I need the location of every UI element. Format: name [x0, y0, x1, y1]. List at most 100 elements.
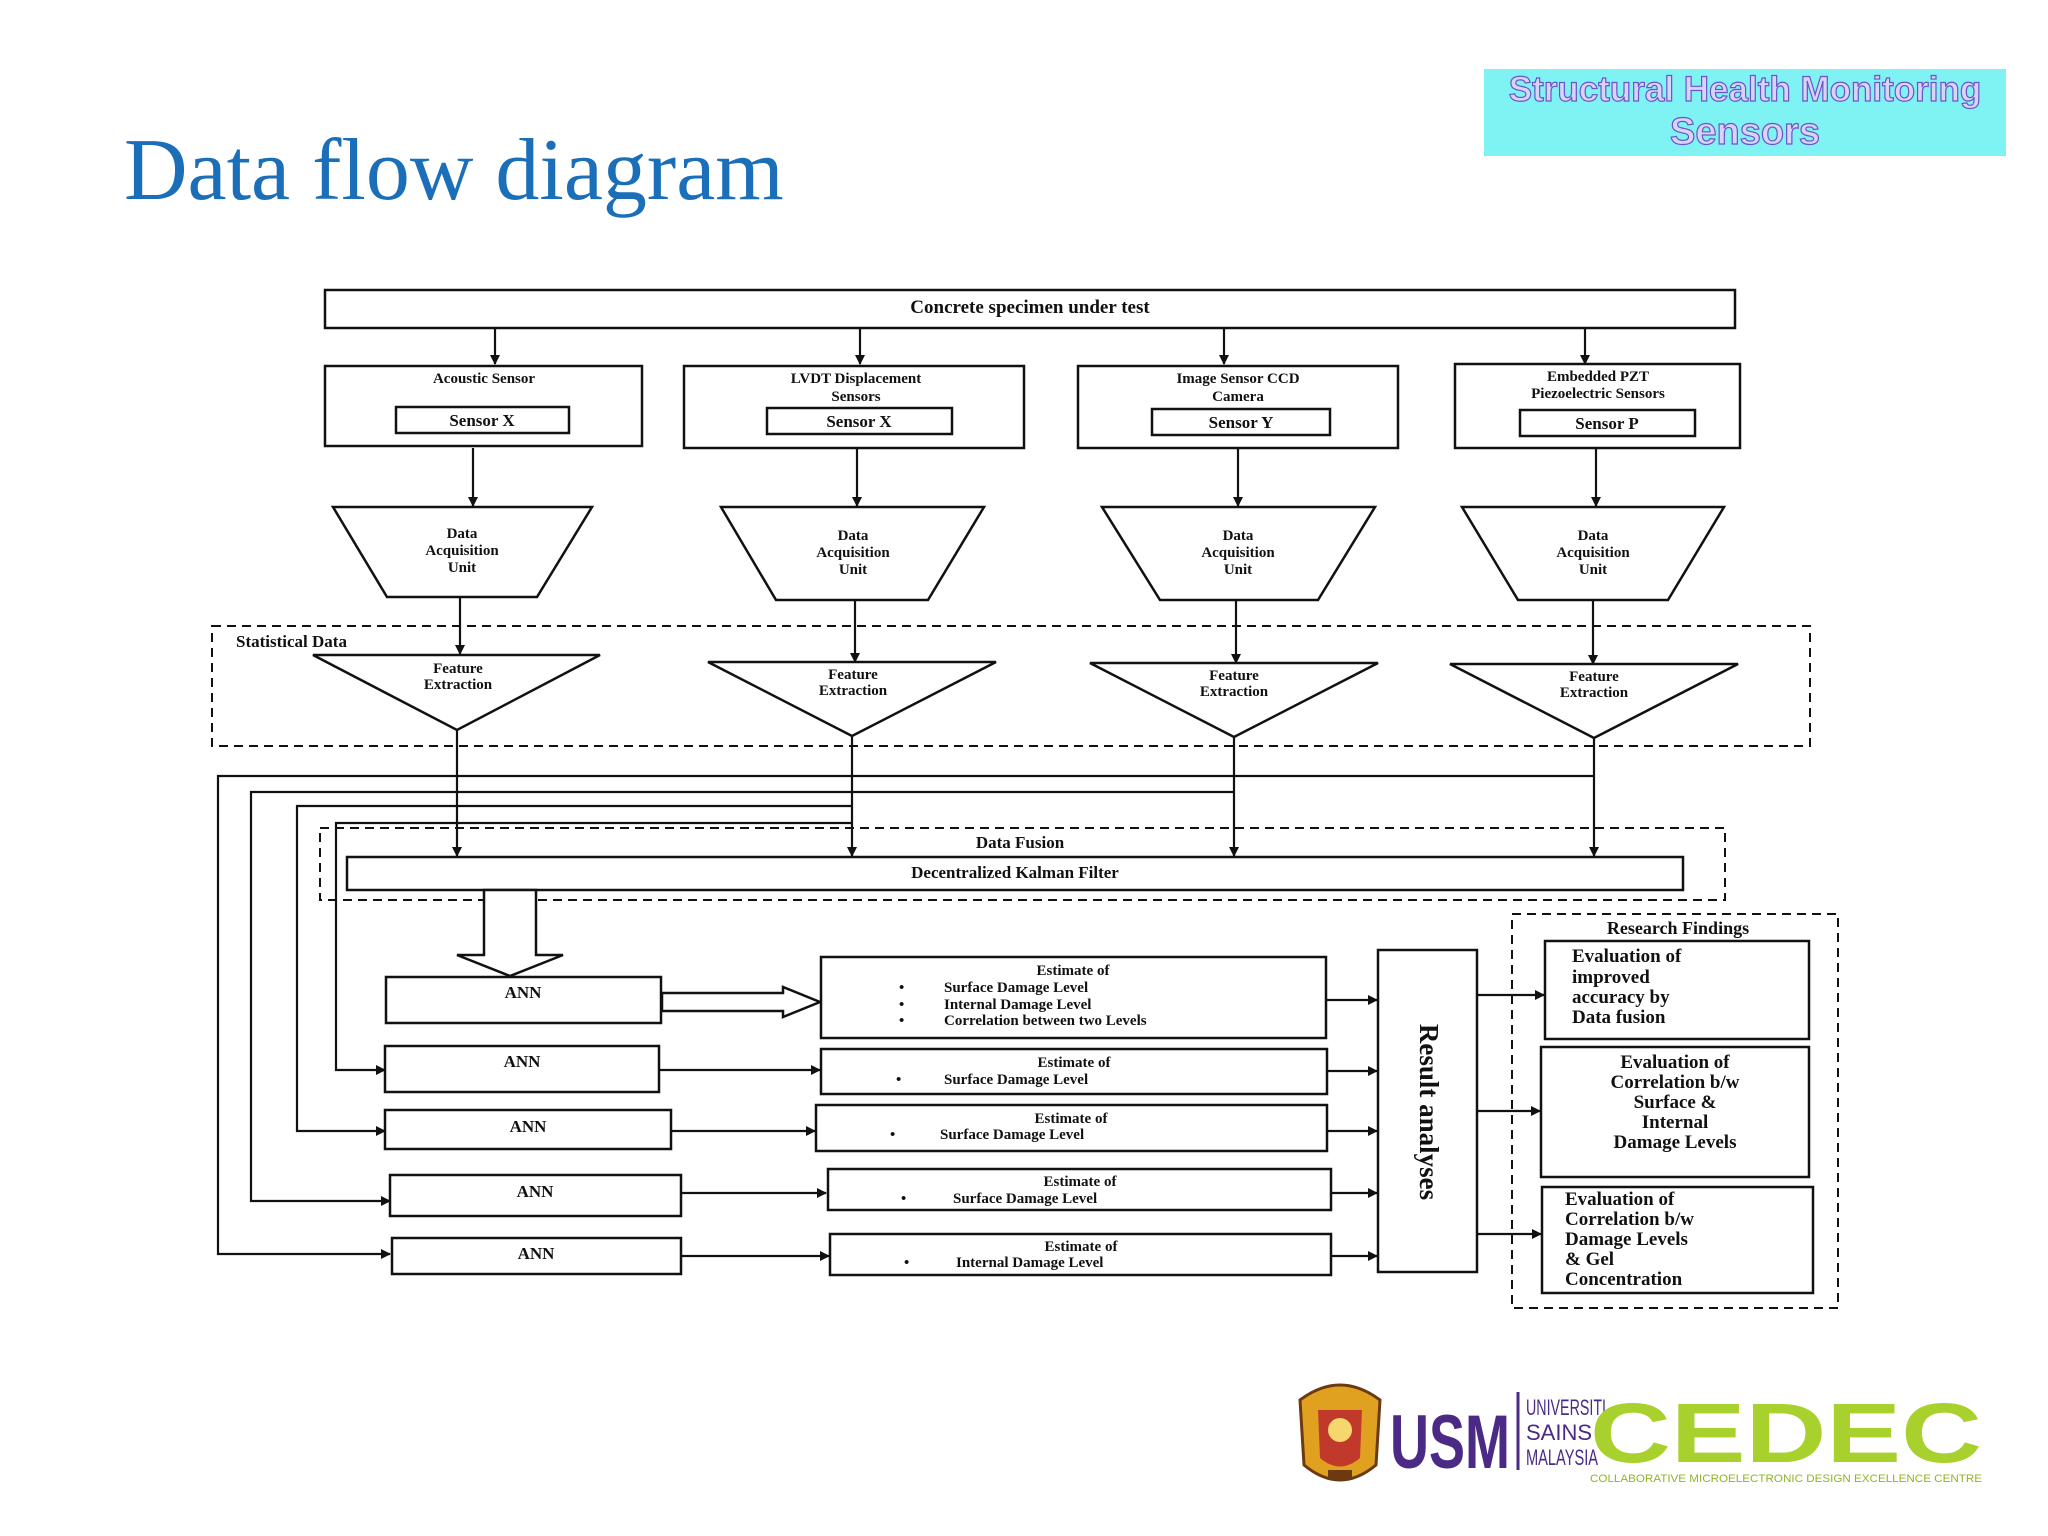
- cedec-mark: CEDEC: [1590, 1386, 1982, 1480]
- estimate-1-bullet-2: •: [899, 997, 904, 1013]
- ann-box-2: ANN: [383, 1044, 661, 1094]
- ann-box-4: ANN: [388, 1173, 683, 1218]
- sensor-1-name: Acoustic Sensor: [433, 371, 535, 387]
- finding-3-line-2: Correlation b/w: [1565, 1209, 1694, 1230]
- estimate-4-item: Surface Damage Level: [953, 1191, 1097, 1207]
- estimate-4-bullet: •: [901, 1191, 906, 1207]
- result-analyses-box: [1376, 948, 1479, 1274]
- ann-3-label: ANN: [510, 1117, 548, 1136]
- daq-4-l2: Acquisition: [1556, 545, 1630, 561]
- finding-3-line-5: Concentration: [1565, 1269, 1683, 1290]
- feature-2-l2: Extraction: [819, 683, 888, 699]
- daq-3-l3: Unit: [1224, 562, 1252, 578]
- finding-2-line-4: Internal: [1642, 1112, 1709, 1133]
- kalman-filter-label: Decentralized Kalman Filter: [911, 863, 1119, 882]
- finding-2-line-1: Evaluation of: [1620, 1052, 1730, 1073]
- estimate-1-item-2: Internal Damage Level: [944, 997, 1091, 1013]
- estimate-2-title: Estimate of: [1038, 1055, 1112, 1071]
- sensor-4-tag: Sensor P: [1575, 414, 1638, 433]
- estimate-1-item-3: Correlation between two Levels: [944, 1013, 1147, 1029]
- daq-1-l1: Data: [447, 526, 478, 542]
- statistical-data-label: Statistical Data: [236, 632, 347, 651]
- estimate-box-3: Estimate of • Surface Damage Level: [814, 1103, 1329, 1153]
- estimate-4-title: Estimate of: [1044, 1174, 1118, 1190]
- estimate-3-title: Estimate of: [1035, 1111, 1109, 1127]
- finding-1-line-3: accuracy by: [1572, 987, 1670, 1008]
- finding-2-line-3: Surface &: [1634, 1092, 1717, 1113]
- finding-2-line-5: Damage Levels: [1614, 1132, 1737, 1153]
- sensor-2-tag: Sensor X: [826, 412, 892, 431]
- daq-3-l2: Acquisition: [1201, 545, 1275, 561]
- data-fusion-label: Data Fusion: [976, 833, 1065, 852]
- estimate-5-title: Estimate of: [1045, 1239, 1119, 1255]
- bypass-line-4: [249, 790, 1234, 1206]
- bypass-line-3: [295, 804, 852, 1136]
- sensor-3-name-2: Camera: [1212, 389, 1264, 405]
- estimate-3-bullet: •: [890, 1127, 895, 1143]
- ann-4-label: ANN: [517, 1182, 555, 1201]
- footer-logos: USM UNIVERSITI SAINS MALAYSIA CEDEC COLL…: [1298, 1383, 1982, 1485]
- hollow-arrow-kalman-ann: [456, 888, 564, 978]
- sensor-3-name-1: Image Sensor CCD: [1176, 371, 1299, 387]
- bypass-line-2: [334, 821, 852, 1075]
- badge-line-1: Structural Health Monitoring: [1508, 69, 1982, 109]
- estimate-3-item: Surface Damage Level: [940, 1127, 1084, 1143]
- hollow-arrow-ann-estimate: [660, 985, 824, 1019]
- daq-2-l2: Acquisition: [816, 545, 890, 561]
- daq-1-l3: Unit: [448, 560, 476, 576]
- finding-box-2: Evaluation of Correlation b/w Surface & …: [1539, 1045, 1811, 1179]
- ann-2-label: ANN: [504, 1052, 542, 1071]
- ann-box-3: ANN: [383, 1108, 673, 1151]
- feature-2-l1: Feature: [828, 667, 878, 683]
- research-findings-label: Research Findings: [1607, 918, 1749, 938]
- feature-1-l1: Feature: [433, 661, 483, 677]
- feature-1-l2: Extraction: [424, 677, 493, 693]
- feature-4-l2: Extraction: [1560, 685, 1629, 701]
- feature-3-l2: Extraction: [1200, 684, 1269, 700]
- daq-unit-2: Data Acquisition Unit: [718, 505, 987, 602]
- sensor-1-tag: Sensor X: [449, 411, 515, 430]
- feature-extraction-1: Feature Extraction: [312, 653, 601, 732]
- feature-extraction-4: Feature Extraction: [1449, 662, 1739, 740]
- sensor-2-name-1: LVDT Displacement: [791, 371, 921, 387]
- badge-line-2: Sensors: [1669, 110, 1820, 153]
- ann-1-label: ANN: [505, 983, 543, 1002]
- estimate-1-bullet-1: •: [899, 980, 904, 996]
- daq-3-l1: Data: [1223, 528, 1254, 544]
- finding-3-line-1: Evaluation of: [1565, 1189, 1675, 1210]
- usm-mark: USM: [1390, 1400, 1510, 1485]
- sensor-3-tag: Sensor Y: [1209, 413, 1274, 432]
- topic-badge: Structural Health Monitoring Sensors: [1484, 69, 2006, 156]
- ann-box-1: ANN: [384, 975, 663, 1025]
- daq-unit-1: Data Acquisition Unit: [330, 505, 595, 599]
- sensor-lvdt: LVDT Displacement Sensors Sensor X: [682, 364, 1026, 450]
- sensor-2-name-2: Sensors: [831, 389, 880, 405]
- daq-1-l2: Acquisition: [425, 543, 499, 559]
- daq-unit-3: Data Acquisition Unit: [1099, 505, 1378, 602]
- feature-4-l1: Feature: [1569, 669, 1619, 685]
- usm-line-1: UNIVERSITI: [1526, 1395, 1606, 1420]
- feature-3-l1: Feature: [1209, 668, 1259, 684]
- finding-3-line-3: Damage Levels: [1565, 1229, 1688, 1250]
- usm-crest-icon: [1298, 1383, 1382, 1482]
- estimate-1-bullet-3: •: [899, 1013, 904, 1029]
- cedec-tagline: COLLABORATIVE MICROELECTRONIC DESIGN EXC…: [1590, 1473, 1982, 1485]
- estimate-box-1: Estimate of • Surface Damage Level • Int…: [819, 955, 1328, 1040]
- usm-line-2: SAINS: [1526, 1420, 1592, 1445]
- bypass-line-5: [216, 774, 1594, 1259]
- finding-2-line-2: Correlation b/w: [1611, 1072, 1740, 1093]
- data-fusion-region: [319, 827, 1726, 901]
- estimate-2-bullet: •: [896, 1072, 901, 1088]
- daq-4-l3: Unit: [1579, 562, 1607, 578]
- estimate-1-title: Estimate of: [1037, 963, 1111, 979]
- finding-box-1: Evaluation of improved accuracy by Data …: [1543, 939, 1811, 1041]
- finding-1-line-1: Evaluation of: [1572, 946, 1682, 967]
- feature-extraction-2: Feature Extraction: [707, 660, 997, 738]
- estimate-box-5: Estimate of • Internal Damage Level: [828, 1232, 1333, 1277]
- estimate-1-item-1: Surface Damage Level: [944, 980, 1088, 996]
- specimen-box: [323, 288, 1737, 330]
- sensor-ccd-camera: Image Sensor CCD Camera Sensor Y: [1076, 364, 1400, 450]
- sensor-4-name-1: Embedded PZT: [1547, 369, 1649, 385]
- estimate-box-2: Estimate of • Surface Damage Level: [819, 1047, 1329, 1096]
